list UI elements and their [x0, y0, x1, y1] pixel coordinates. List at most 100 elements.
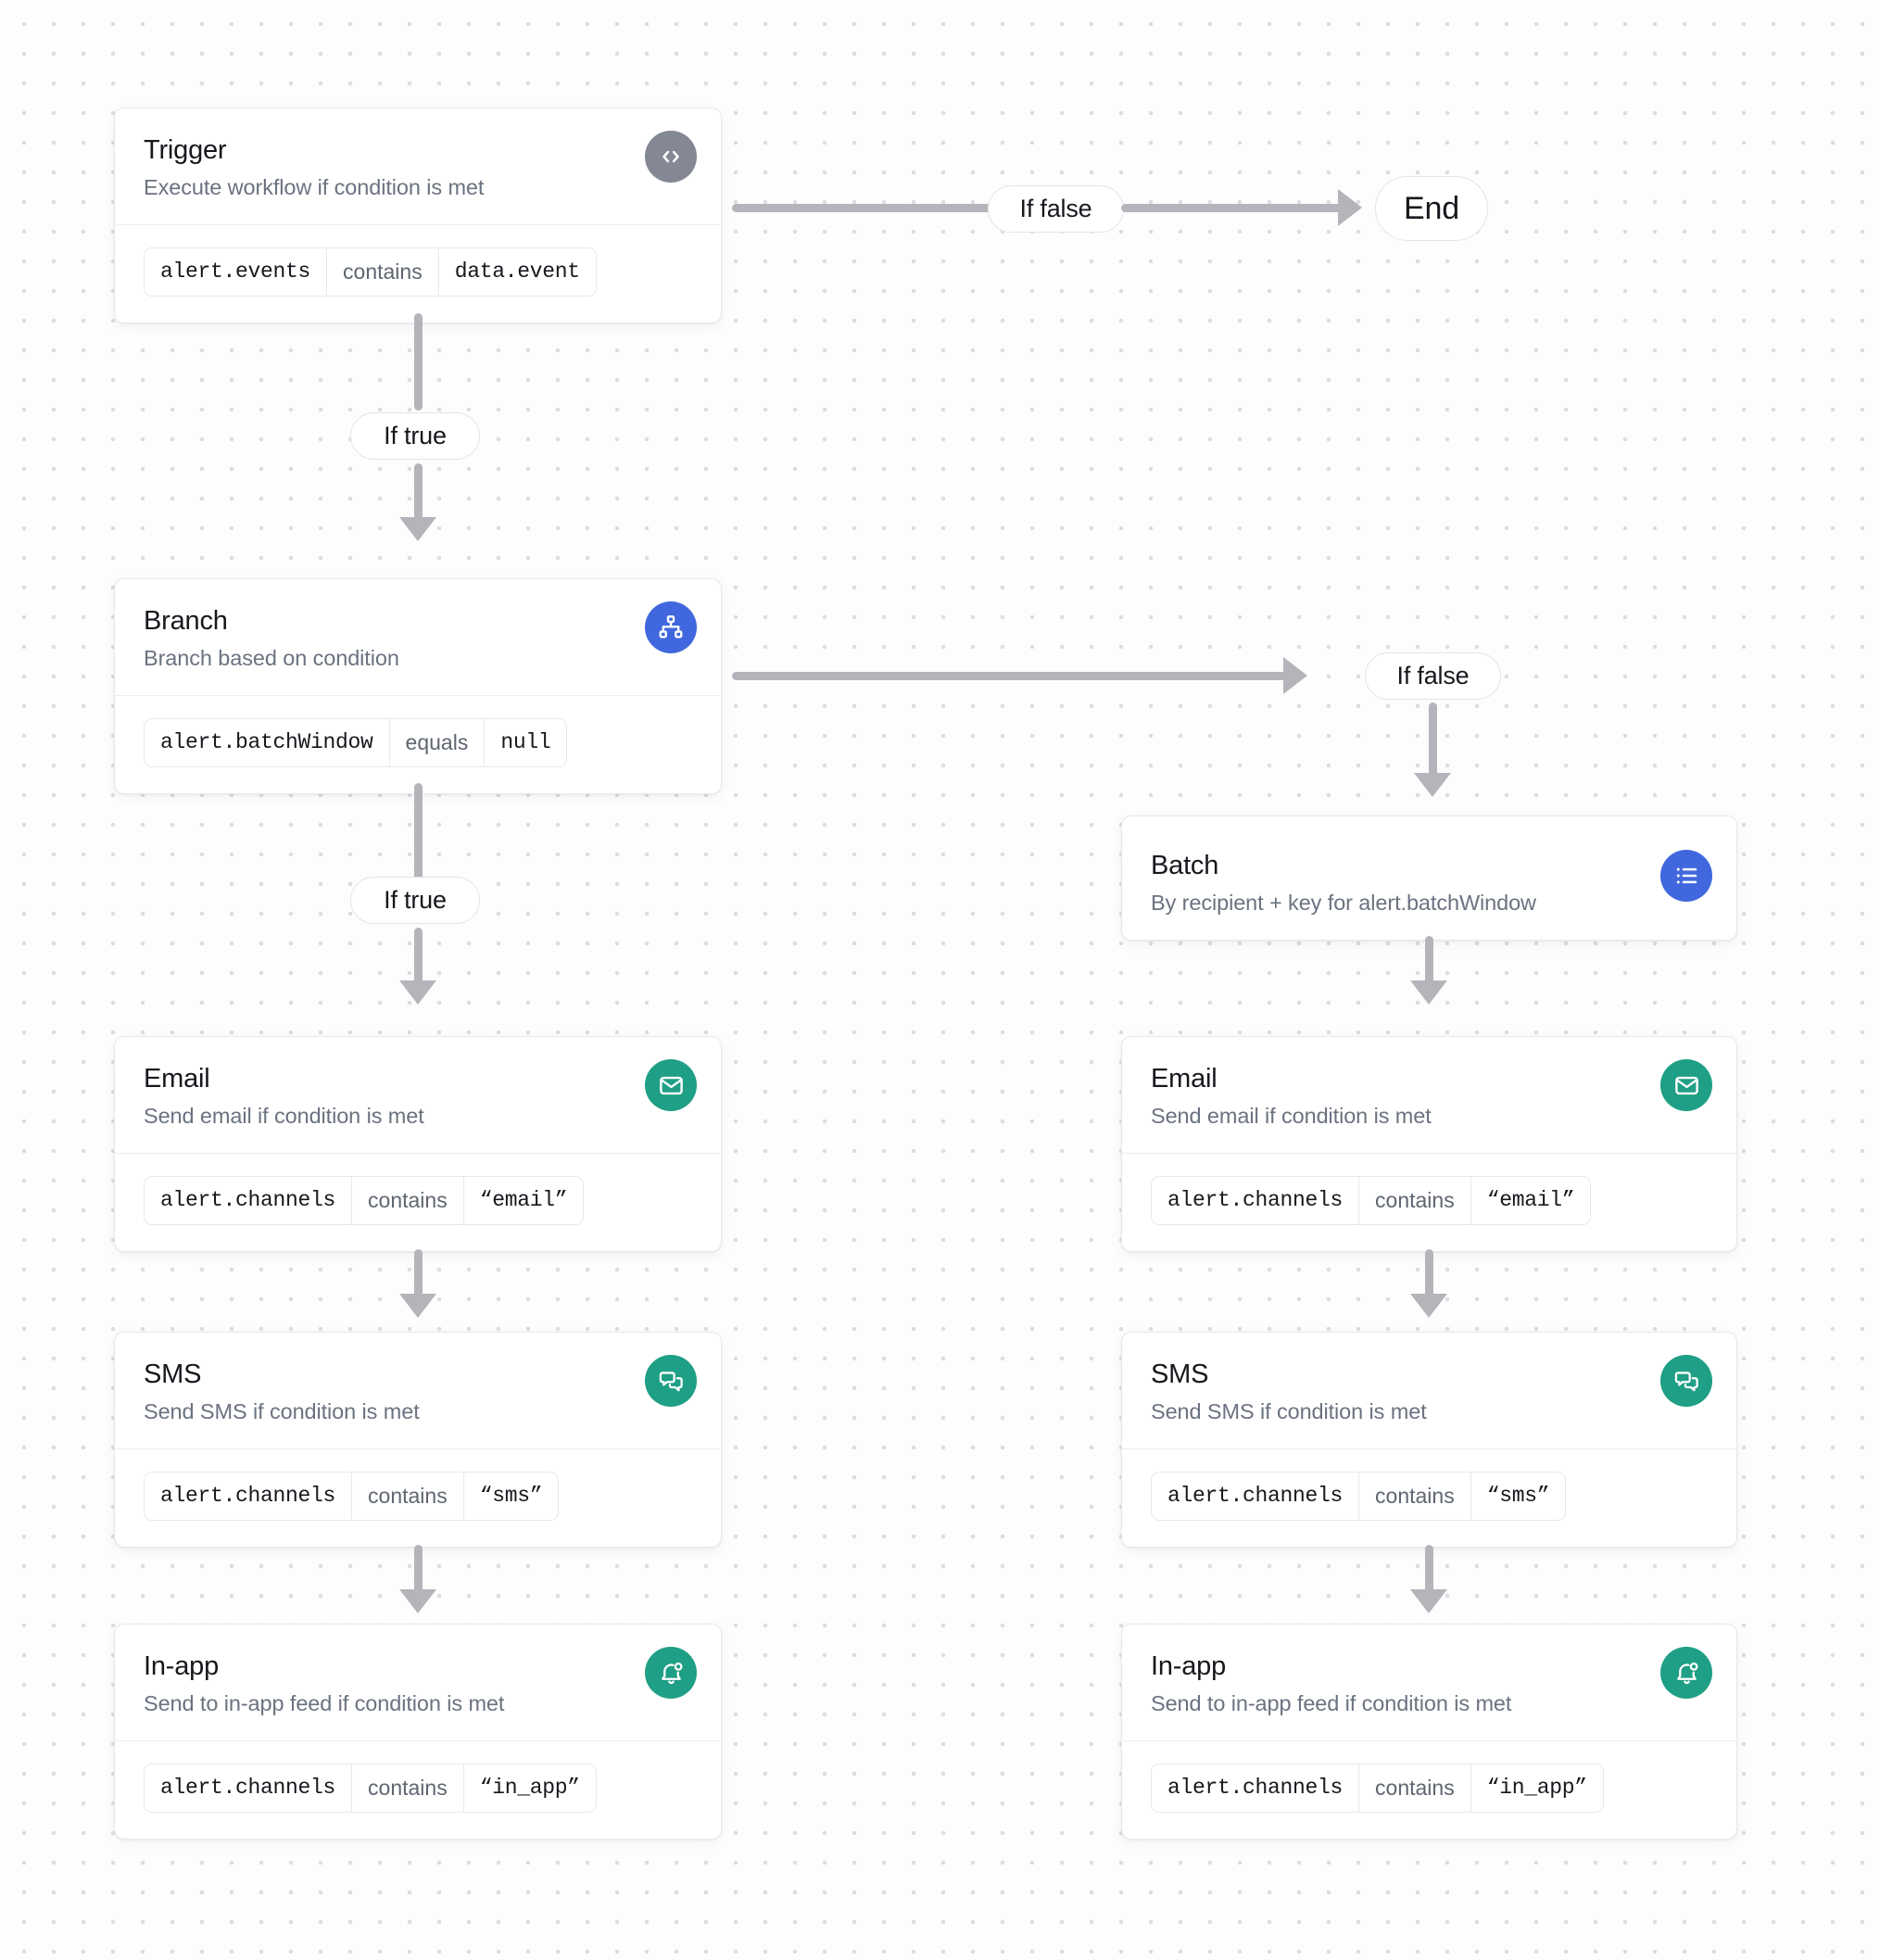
condition-value: “in_app”	[479, 1776, 580, 1801]
branch-divider	[115, 695, 721, 697]
condition-value: “in_app”	[1486, 1776, 1587, 1801]
node-email-left[interactable]: Email Send email if condition is met ale…	[114, 1036, 722, 1253]
sms-right-title: SMS	[1151, 1359, 1209, 1389]
branch-header: Branch Branch based on condition	[115, 579, 721, 695]
email-left-body: alert.channels contains “email”	[115, 1154, 721, 1251]
batch-subtitle: By recipient + key for alert.batchWindow	[1151, 891, 1536, 916]
bell-icon	[645, 1647, 697, 1699]
inapp-left-divider	[115, 1740, 721, 1742]
edge-email-to-sms-right	[1425, 1249, 1433, 1297]
code-icon	[645, 131, 697, 183]
envelope-icon	[645, 1059, 697, 1111]
edge-branch-false	[732, 672, 1288, 680]
condition-field: alert.events	[160, 259, 311, 285]
email-left-title: Email	[144, 1064, 210, 1094]
sms-left-body: alert.channels contains “sms”	[115, 1449, 721, 1547]
email-left-subtitle: Send email if condition is met	[144, 1104, 424, 1129]
edge-trigger-false	[732, 204, 991, 212]
edge-label-branch-false[interactable]: If false	[1365, 652, 1501, 700]
chat-bubbles-icon	[645, 1355, 697, 1407]
condition-value: “email”	[1486, 1188, 1575, 1213]
edge-label-trigger-true[interactable]: If true	[350, 412, 480, 460]
edge-batch-to-email	[1425, 936, 1433, 984]
inapp-right-subtitle: Send to in-app feed if condition is met	[1151, 1691, 1512, 1716]
sms-right-body: alert.channels contains “sms”	[1122, 1449, 1736, 1547]
condition-operator: contains	[351, 1764, 464, 1813]
inapp-left-title: In-app	[144, 1651, 220, 1681]
edge-label-trigger-false[interactable]: If false	[988, 185, 1124, 233]
email-right-body: alert.channels contains “email”	[1122, 1154, 1736, 1251]
email-left-header: Email Send email if condition is met	[115, 1037, 721, 1153]
node-trigger[interactable]: Trigger Execute workflow if condition is…	[114, 107, 722, 324]
sms-left-subtitle: Send SMS if condition is met	[144, 1399, 420, 1424]
branch-condition[interactable]: alert.batchWindow equals null	[144, 718, 568, 768]
node-inapp-right[interactable]: In-app Send to in-app feed if condition …	[1121, 1624, 1737, 1840]
edge-email-to-sms-left	[414, 1249, 423, 1297]
inapp-right-condition[interactable]: alert.channels contains “in_app”	[1151, 1764, 1604, 1814]
email-right-divider	[1122, 1153, 1736, 1155]
condition-operator: contains	[351, 1473, 464, 1521]
node-email-right[interactable]: Email Send email if condition is met ale…	[1121, 1036, 1737, 1253]
condition-operator: equals	[388, 719, 486, 767]
edge-trigger-true-lower	[414, 463, 423, 521]
condition-operator: contains	[1358, 1177, 1471, 1225]
arrowhead-to-email-right	[1410, 980, 1447, 1005]
sms-left-condition[interactable]: alert.channels contains “sms”	[144, 1472, 560, 1522]
condition-operator: contains	[1358, 1473, 1471, 1521]
trigger-body: alert.events contains data.event	[115, 225, 721, 322]
arrowhead-to-sms-right	[1410, 1294, 1447, 1318]
inapp-left-body: alert.channels contains “in_app”	[115, 1741, 721, 1839]
condition-operator: contains	[1358, 1764, 1471, 1813]
arrowhead-to-inapp-left	[399, 1589, 436, 1613]
chat-bubbles-icon	[1660, 1355, 1712, 1407]
email-right-title: Email	[1151, 1064, 1218, 1094]
condition-value: “sms”	[479, 1484, 543, 1509]
branch-subtitle: Branch based on condition	[144, 646, 399, 671]
condition-field: alert.channels	[160, 1188, 336, 1213]
node-batch[interactable]: Batch By recipient + key for alert.batch…	[1121, 816, 1737, 942]
condition-operator: contains	[351, 1177, 464, 1225]
sms-right-header: SMS Send SMS if condition is met	[1122, 1333, 1736, 1448]
arrowhead-to-end	[1338, 189, 1362, 226]
edge-branch-true-upper	[414, 783, 423, 880]
sms-left-title: SMS	[144, 1359, 202, 1389]
condition-value: null	[500, 730, 551, 755]
inapp-right-divider	[1122, 1740, 1736, 1742]
condition-field: alert.batchWindow	[160, 730, 373, 755]
condition-value: “email”	[479, 1188, 568, 1213]
node-branch[interactable]: Branch Branch based on condition alert.b…	[114, 578, 722, 795]
arrowhead-to-email-left	[399, 980, 436, 1005]
hierarchy-icon	[645, 601, 697, 653]
email-right-condition[interactable]: alert.channels contains “email”	[1151, 1176, 1592, 1226]
email-right-subtitle: Send email if condition is met	[1151, 1104, 1432, 1129]
branch-title: Branch	[144, 606, 228, 636]
condition-value: data.event	[454, 259, 580, 285]
inapp-right-body: alert.channels contains “in_app”	[1122, 1741, 1736, 1839]
inapp-left-subtitle: Send to in-app feed if condition is met	[144, 1691, 505, 1716]
bell-icon	[1660, 1647, 1712, 1699]
branch-body: alert.batchWindow equals null	[115, 696, 721, 793]
email-left-divider	[115, 1153, 721, 1155]
edge-sms-to-inapp-right	[1425, 1545, 1433, 1593]
condition-value: “sms”	[1486, 1484, 1550, 1509]
email-right-header: Email Send email if condition is met	[1122, 1037, 1736, 1153]
edge-branchfalse-to-batch	[1429, 702, 1437, 777]
edge-sms-to-inapp-left	[414, 1545, 423, 1593]
list-icon	[1660, 850, 1712, 902]
inapp-right-header: In-app Send to in-app feed if condition …	[1122, 1625, 1736, 1740]
condition-operator: contains	[326, 248, 439, 297]
node-inapp-left[interactable]: In-app Send to in-app feed if condition …	[114, 1624, 722, 1840]
trigger-header: Trigger Execute workflow if condition is…	[115, 108, 721, 224]
email-left-condition[interactable]: alert.channels contains “email”	[144, 1176, 585, 1226]
node-sms-left[interactable]: SMS Send SMS if condition is met alert.c…	[114, 1332, 722, 1549]
node-sms-right[interactable]: SMS Send SMS if condition is met alert.c…	[1121, 1332, 1737, 1549]
node-end[interactable]: End	[1375, 176, 1488, 241]
edge-label-branch-true[interactable]: If true	[350, 877, 480, 924]
trigger-condition[interactable]: alert.events contains data.event	[144, 247, 597, 297]
condition-field: alert.channels	[1167, 1776, 1344, 1801]
sms-right-condition[interactable]: alert.channels contains “sms”	[1151, 1472, 1567, 1522]
inapp-left-condition[interactable]: alert.channels contains “in_app”	[144, 1764, 597, 1814]
trigger-title: Trigger	[144, 135, 227, 165]
sms-right-divider	[1122, 1448, 1736, 1450]
